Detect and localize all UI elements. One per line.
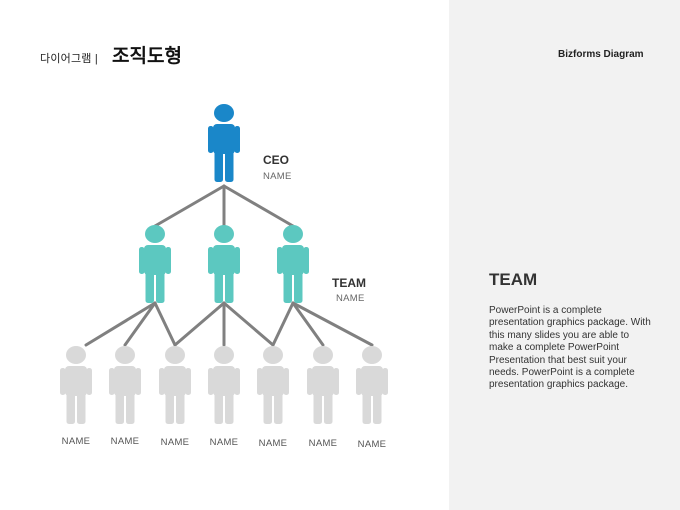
member-figure-4 (208, 346, 240, 424)
side-title: TEAM (489, 270, 538, 289)
connector-center-3 (222, 301, 275, 347)
connector-left-2 (123, 301, 157, 347)
brand-label: Bizforms Diagram (558, 49, 644, 60)
connector-ceo-team-left (153, 184, 226, 228)
member-figure-1 (60, 346, 92, 424)
connector-ceo-team-right (222, 184, 295, 228)
team-figure-right (277, 225, 309, 303)
team-figure-center (208, 225, 240, 303)
member-name-5: NAME (258, 438, 288, 449)
side-panel (449, 0, 680, 510)
member-name-2: NAME (110, 436, 140, 447)
page-title: 조직도형 (112, 46, 182, 67)
ceo-figure (208, 104, 240, 182)
team-figure-left (139, 225, 171, 303)
member-name-4: NAME (209, 437, 239, 448)
side-description: PowerPoint is a complete presentation gr… (489, 305, 651, 391)
member-figure-6 (307, 346, 339, 424)
connector-center-1 (173, 301, 226, 347)
header-subtitle: 다이어그램 | (40, 53, 98, 65)
team-title: TEAM (332, 276, 366, 290)
member-figure-7 (356, 346, 388, 424)
ceo-name: NAME (263, 171, 292, 182)
team-name: NAME (336, 293, 365, 304)
connector-right-2 (291, 301, 325, 347)
connector-left-1 (84, 301, 157, 347)
member-name-6: NAME (308, 438, 338, 449)
member-figure-3 (159, 346, 191, 424)
connector-right-3 (291, 301, 374, 347)
connector-right-1 (271, 301, 295, 347)
member-name-7: NAME (357, 439, 387, 450)
connector-lines (84, 184, 374, 347)
member-figure-5 (257, 346, 289, 424)
member-name-3: NAME (160, 437, 190, 448)
people-figures (60, 104, 388, 424)
member-name-1: NAME (61, 436, 91, 447)
ceo-title: CEO (263, 153, 290, 167)
member-figure-2 (109, 346, 141, 424)
connector-left-3 (153, 301, 177, 347)
